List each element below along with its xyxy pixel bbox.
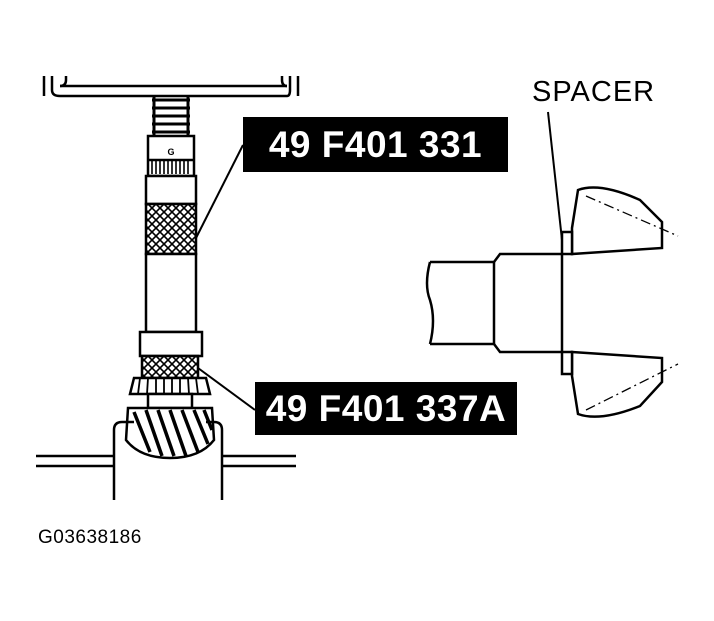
figure-id: G03638186 xyxy=(38,527,142,548)
housing xyxy=(36,420,296,500)
gauge-head: G xyxy=(146,134,196,178)
tool-spring xyxy=(152,97,190,136)
gauge-mark: G xyxy=(167,147,174,157)
tool-number-label-337a: 49 F401 337A xyxy=(255,382,517,435)
ring-gear-section xyxy=(425,186,664,418)
tool-handle-bar xyxy=(42,76,300,98)
center-lines xyxy=(585,195,679,411)
tool-number-label-331: 49 F401 331 xyxy=(243,117,508,172)
adapter-ring xyxy=(128,376,212,410)
pinion-gear xyxy=(124,406,216,460)
leader-lines xyxy=(195,111,563,411)
tool-shaft xyxy=(138,174,204,380)
spacer-label: SPACER xyxy=(532,76,656,108)
